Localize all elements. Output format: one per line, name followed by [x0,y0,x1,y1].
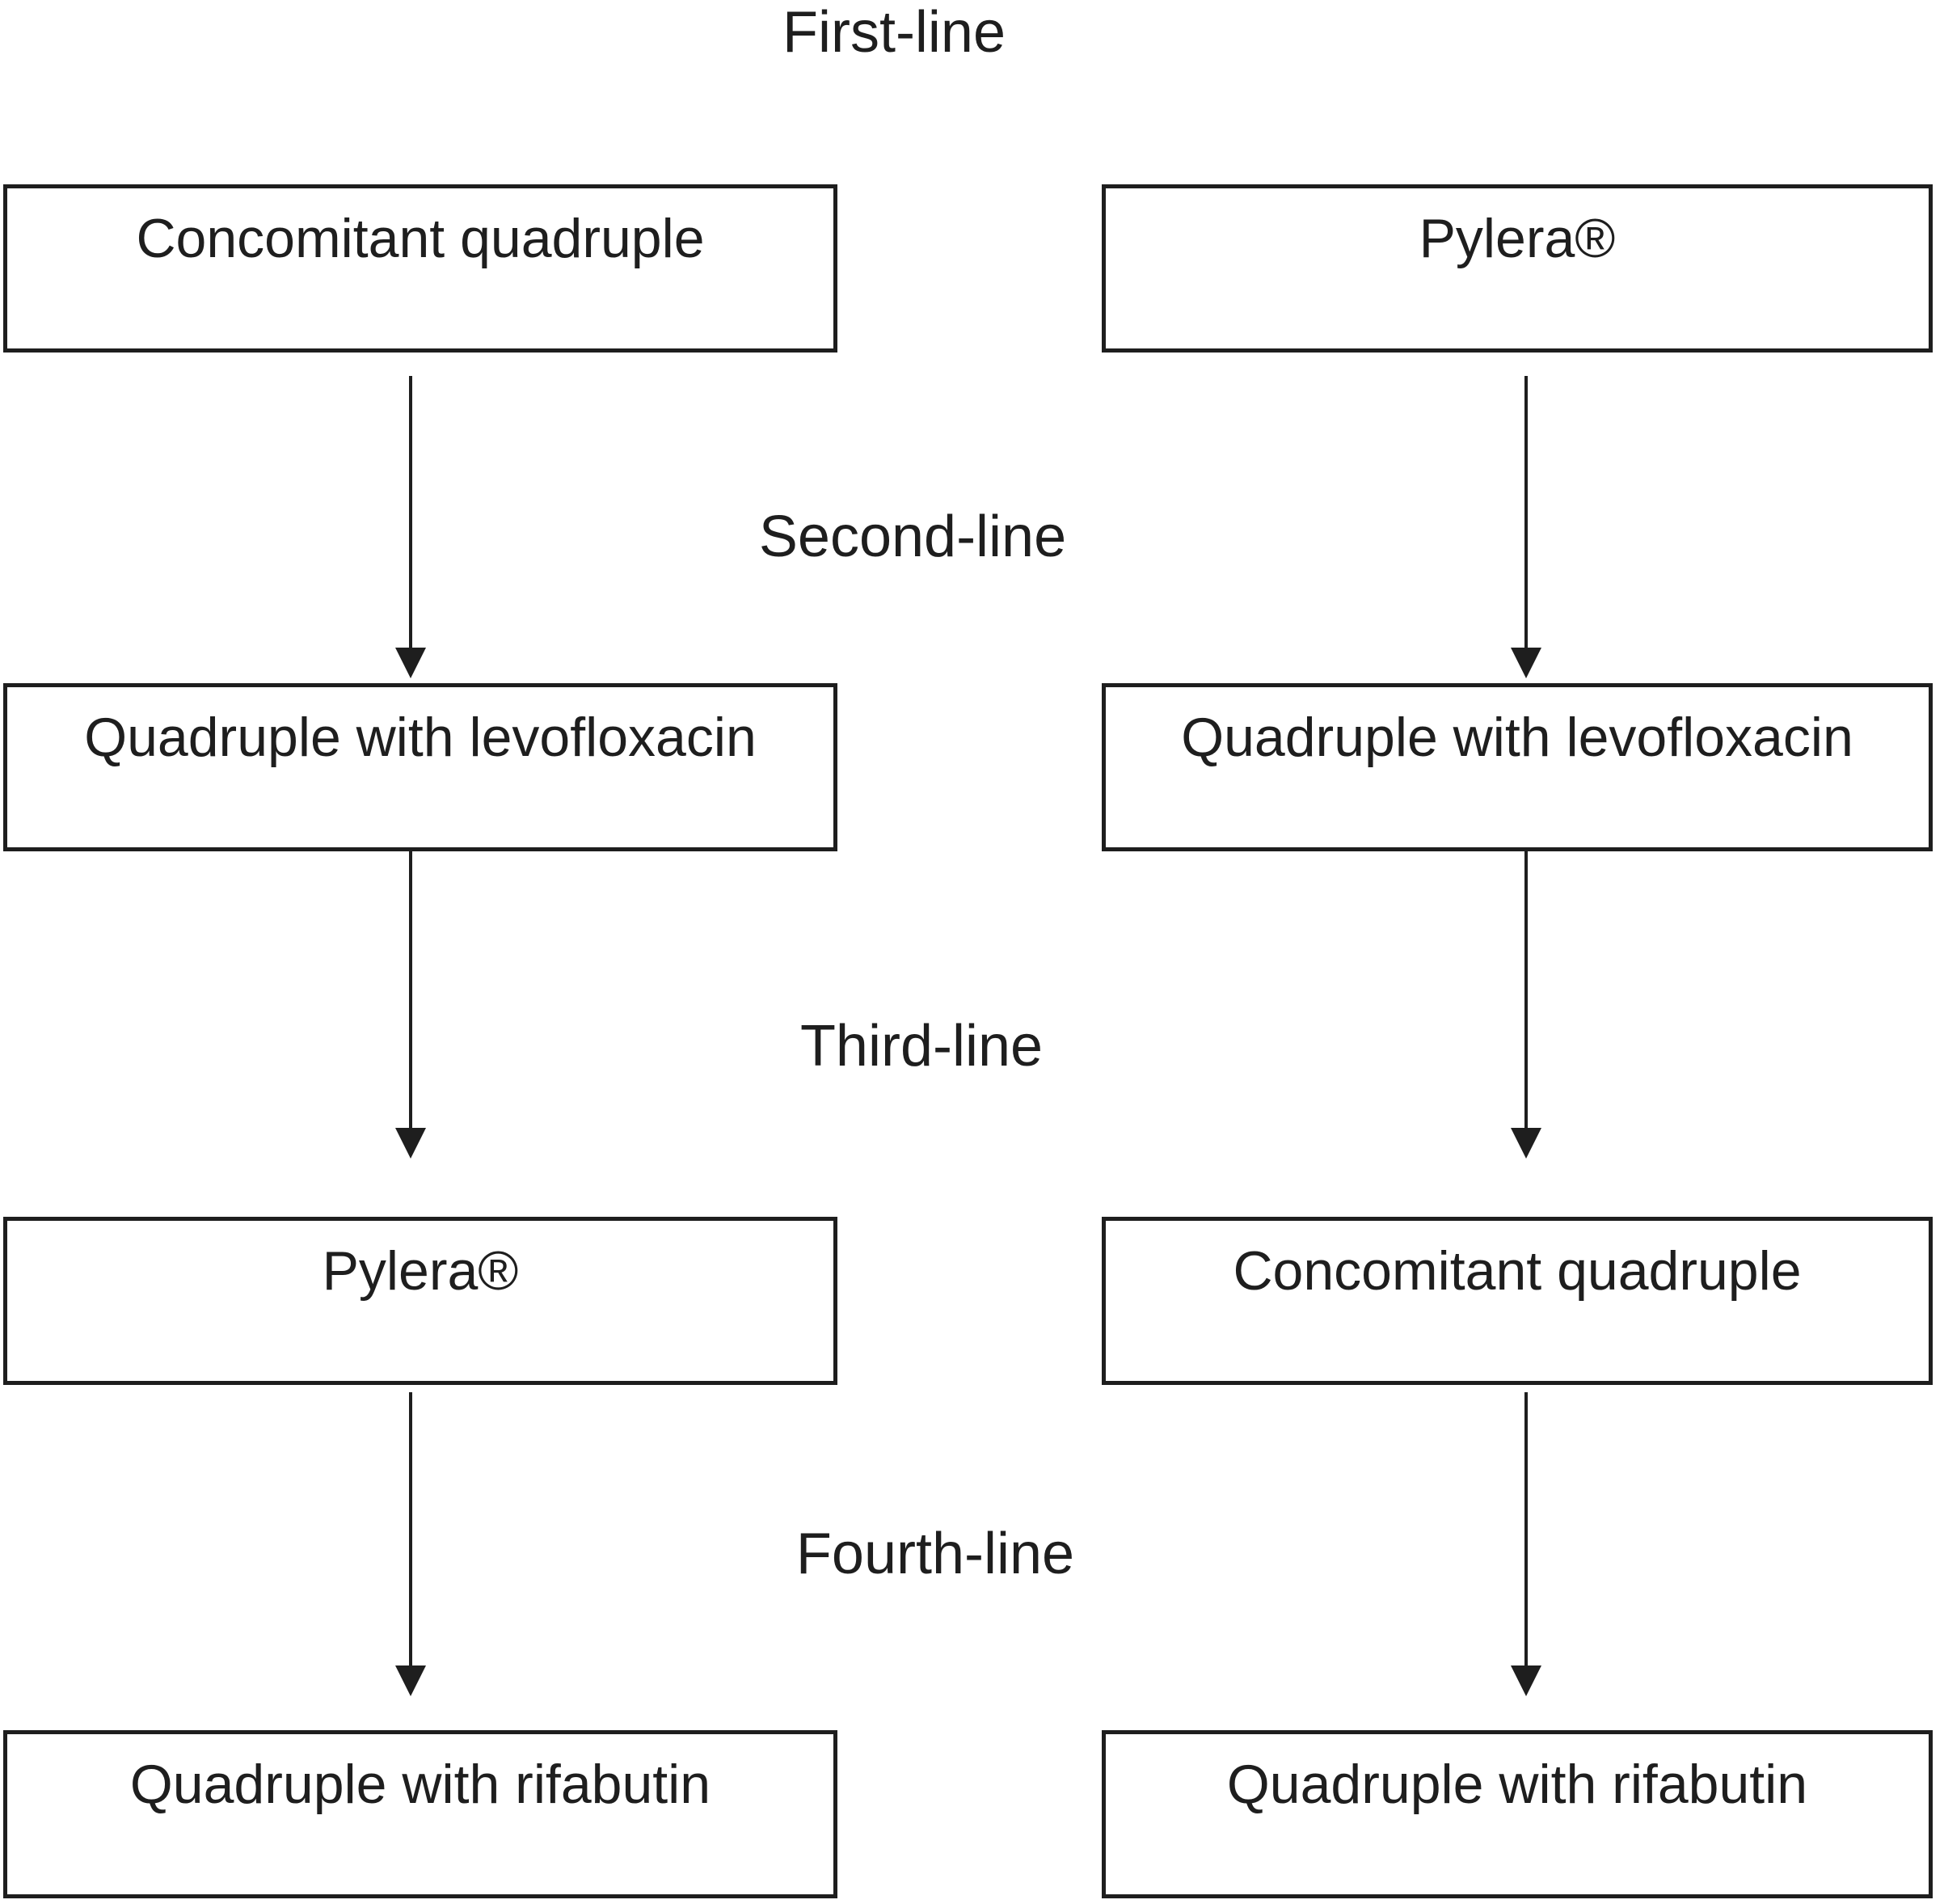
arrow-down-icon [1511,1392,1541,1696]
arrow-shaft [1524,1392,1528,1669]
arrow-head [1511,1128,1541,1159]
box-right-fourth-line-label: Quadruple with rifabutin [1226,1754,1808,1815]
arrow-head [1511,1665,1541,1696]
box-right-second-line-label: Quadruple with levofloxacin [1181,707,1853,768]
box-left-first-line: Concomitant quadruple [3,184,837,353]
box-right-third-line-label: Concomitant quadruple [1233,1240,1802,1302]
arrow-down-icon [1511,851,1541,1159]
stage-label-fourth-line: Fourth-line [795,1522,1075,1586]
arrow-down-icon [395,1392,426,1696]
arrow-shaft [1524,376,1528,651]
stage-label-first-line: First-line [782,0,1006,65]
arrow-down-icon [395,851,426,1159]
arrow-shaft [409,1392,412,1669]
arrow-shaft [1524,851,1528,1131]
arrow-shaft [409,851,412,1131]
arrow-shaft [409,376,412,651]
arrow-head [395,1128,426,1159]
box-right-first-line: Pylera® [1102,184,1933,353]
arrow-head [395,1665,426,1696]
box-left-second-line: Quadruple with levofloxacin [3,683,837,851]
box-left-fourth-line: Quadruple with rifabutin [3,1730,837,1898]
stage-label-third-line: Third-line [799,1014,1044,1079]
box-right-third-line: Concomitant quadruple [1102,1217,1933,1385]
box-left-second-line-label: Quadruple with levofloxacin [84,707,757,768]
stage-label-second-line: Second-line [758,504,1067,569]
box-left-third-line-label: Pylera® [322,1240,519,1302]
box-right-first-line-label: Pylera® [1419,208,1616,269]
arrow-head [395,648,426,678]
box-left-fourth-line-label: Quadruple with rifabutin [129,1754,711,1815]
arrow-down-icon [1511,376,1541,678]
box-right-fourth-line: Quadruple with rifabutin [1102,1730,1933,1898]
box-left-first-line-label: Concomitant quadruple [136,208,705,269]
arrow-head [1511,648,1541,678]
arrow-down-icon [395,376,426,678]
box-left-third-line: Pylera® [3,1217,837,1385]
box-right-second-line: Quadruple with levofloxacin [1102,683,1933,851]
